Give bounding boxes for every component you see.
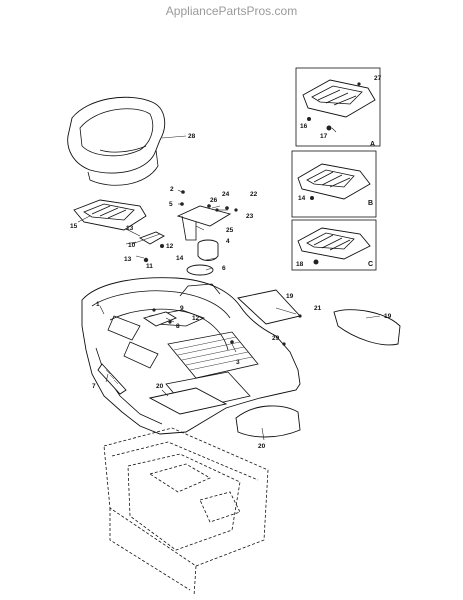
trim-strip [97,363,127,395]
callout-5: 5 [169,201,173,208]
callout-24: 24 [222,191,230,198]
inset-letter-b: B [368,200,373,207]
callout-14-inset: 14 [298,195,306,202]
callout-17: 17 [320,133,328,140]
callout-21: 21 [314,305,322,312]
seat-hardware [131,190,185,263]
callout-12a: 12 [166,243,174,250]
callout-10: 10 [128,242,136,249]
callout-15: 15 [70,223,78,230]
callout-25: 25 [226,227,234,234]
callout-1: 1 [96,301,100,308]
callout-11: 11 [146,263,153,270]
pin-29 [282,342,286,346]
callout-29: 29 [272,335,280,342]
callout-7: 7 [92,383,96,390]
callout-28: 28 [188,133,196,140]
frame [103,427,269,597]
callout-20a: 20 [156,383,164,390]
callout-13a: 13 [126,225,134,232]
callout-16: 16 [300,123,308,130]
footrest-mat-left [148,387,228,415]
callout-13b: 13 [124,256,132,263]
callout-19a: 19 [286,293,294,300]
side-mat-19 [333,309,401,346]
callout-9: 9 [180,305,184,312]
pin-3 [230,340,234,344]
seat-pan-bracket [176,204,238,241]
callout-2: 2 [170,186,174,193]
callout-12b: 12 [192,315,200,322]
watermark: AppliancePartsPros.com [165,4,298,18]
seat-bracket [73,199,147,231]
inset-letter-a: A [370,141,375,148]
callout-26: 26 [210,197,218,204]
inset-letter-c: C [368,261,373,268]
inset-a [295,67,381,147]
callout-23: 23 [246,213,254,220]
fender [81,277,301,435]
seat [67,96,166,186]
callout-6: 6 [222,265,226,272]
callout-27: 27 [374,75,382,82]
inset-c [291,219,377,271]
callout-labels: A 27 16 17 B 14 C 18 28 15 13 12 10 13 1… [70,75,392,450]
footrest-mat-right [235,405,301,438]
callout-20b: 20 [258,443,266,450]
mount-bracket [142,308,178,327]
callout-19b: 19 [384,313,392,320]
filler-neck [186,239,219,276]
callout-3: 3 [236,359,240,366]
side-panel-right [237,289,302,325]
leader-lines [77,135,381,441]
callout-4: 4 [226,238,230,245]
inset-b [291,150,377,218]
callout-18: 18 [296,261,304,268]
callout-8: 8 [176,323,180,330]
callout-14: 14 [176,255,184,262]
callout-22: 22 [250,191,258,198]
